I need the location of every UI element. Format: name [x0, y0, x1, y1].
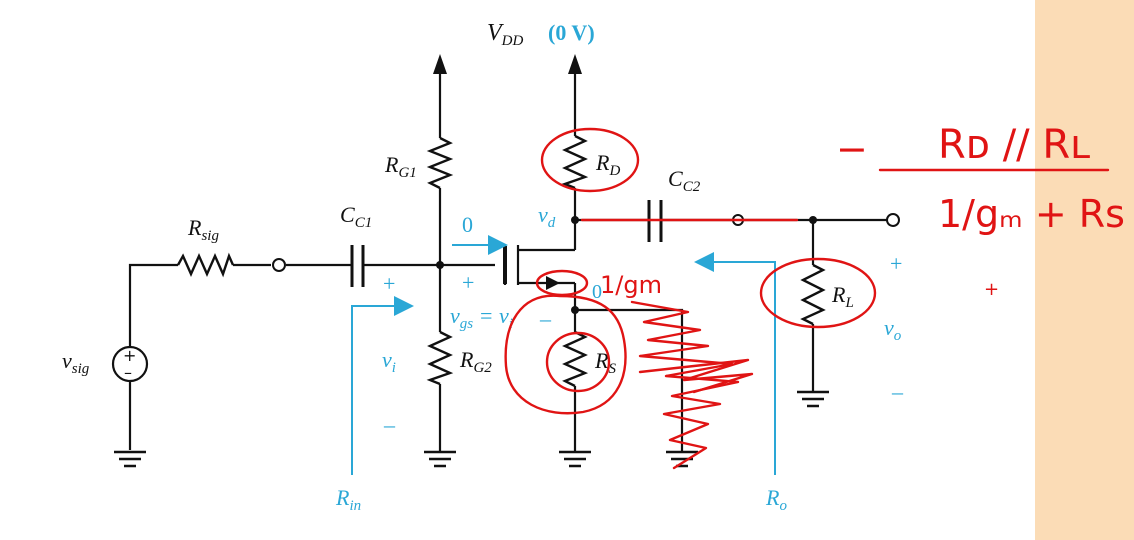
label-cc2: CC2: [668, 166, 701, 195]
label-vdd-value: (0 V): [548, 20, 595, 45]
signal-source: + –: [111, 345, 149, 383]
resistor-rl: [800, 263, 826, 326]
hand-numerator: Rᴅ // Rʟ: [938, 122, 1090, 168]
red-scribble-2: [638, 358, 754, 394]
capacitor-cc1: [350, 245, 365, 287]
resistor-rd: [561, 134, 589, 190]
label-rin: Rin: [335, 485, 361, 514]
label-input-plus: +: [383, 271, 395, 296]
hand-minus: −: [836, 127, 868, 171]
terminal-output: [886, 213, 900, 227]
rin-bracket: [351, 296, 414, 475]
hand-dot: +: [984, 279, 999, 300]
circle-rl: [759, 257, 877, 329]
circle-rs-inner: [545, 331, 611, 393]
label-ro: Ro: [765, 485, 787, 514]
node-output: [809, 216, 817, 224]
label-vdd: VDD: [487, 20, 524, 49]
label-vgs: vgs = vi: [450, 303, 513, 332]
label-zero-current: 0: [462, 212, 473, 237]
label-rsig: Rsig: [187, 215, 219, 244]
ground-icon: [559, 450, 591, 468]
resistor-rs: [562, 330, 589, 388]
vdd-arrow-right: [568, 54, 582, 74]
node-drain: [571, 216, 579, 224]
label-rd: RD: [595, 150, 620, 179]
side-panel: [1035, 0, 1134, 540]
circle-rd: [540, 127, 640, 193]
resistor-rsig: [176, 252, 235, 278]
mosfet-gate: [503, 246, 507, 284]
circle-rs: [504, 294, 627, 415]
circuit-diagram: + – VDD (0 V) RG1 RG2 RD RS RL Rsig CC1 …: [62, 20, 1125, 514]
resistor-rg2: [426, 330, 454, 386]
node-source: [571, 306, 579, 314]
label-input-minus: –: [383, 412, 396, 437]
source-minus: –: [124, 363, 132, 382]
label-rl: RL: [831, 282, 854, 311]
ground-icon: [797, 390, 829, 408]
ro-bracket: [694, 252, 776, 475]
vdd-arrow-left: [433, 54, 447, 74]
mosfet-source-arrow: [546, 276, 560, 290]
terminal-input: [272, 258, 286, 272]
label-cc1: CC1: [340, 202, 372, 231]
circle-source-arrow: [535, 269, 589, 297]
source-plus: +: [123, 346, 136, 365]
node-gate: [436, 261, 444, 269]
label-rs: RS: [594, 348, 616, 377]
label-rg2: RG2: [459, 347, 492, 376]
label-zero-source: 0: [592, 281, 602, 303]
ground-icon: [114, 450, 146, 468]
hand-denominator: 1/gₘ + Rs: [938, 192, 1125, 236]
label-output-plus: +: [890, 251, 902, 276]
label-vsig: vsig: [62, 348, 90, 377]
label-vo: vo: [884, 315, 902, 344]
label-vd: vd: [538, 202, 556, 231]
resistor-rg1: [426, 136, 454, 190]
label-output-minus: –: [891, 379, 904, 404]
red-scribble: [630, 300, 740, 470]
hand-one-over-gm: 1/gm: [600, 271, 662, 299]
label-vi: vi: [382, 347, 396, 376]
label-vgs-minus: –: [539, 306, 552, 331]
ground-icon: [424, 450, 456, 468]
label-rg1: RG1: [384, 152, 417, 181]
label-gate-plus: +: [462, 270, 474, 295]
